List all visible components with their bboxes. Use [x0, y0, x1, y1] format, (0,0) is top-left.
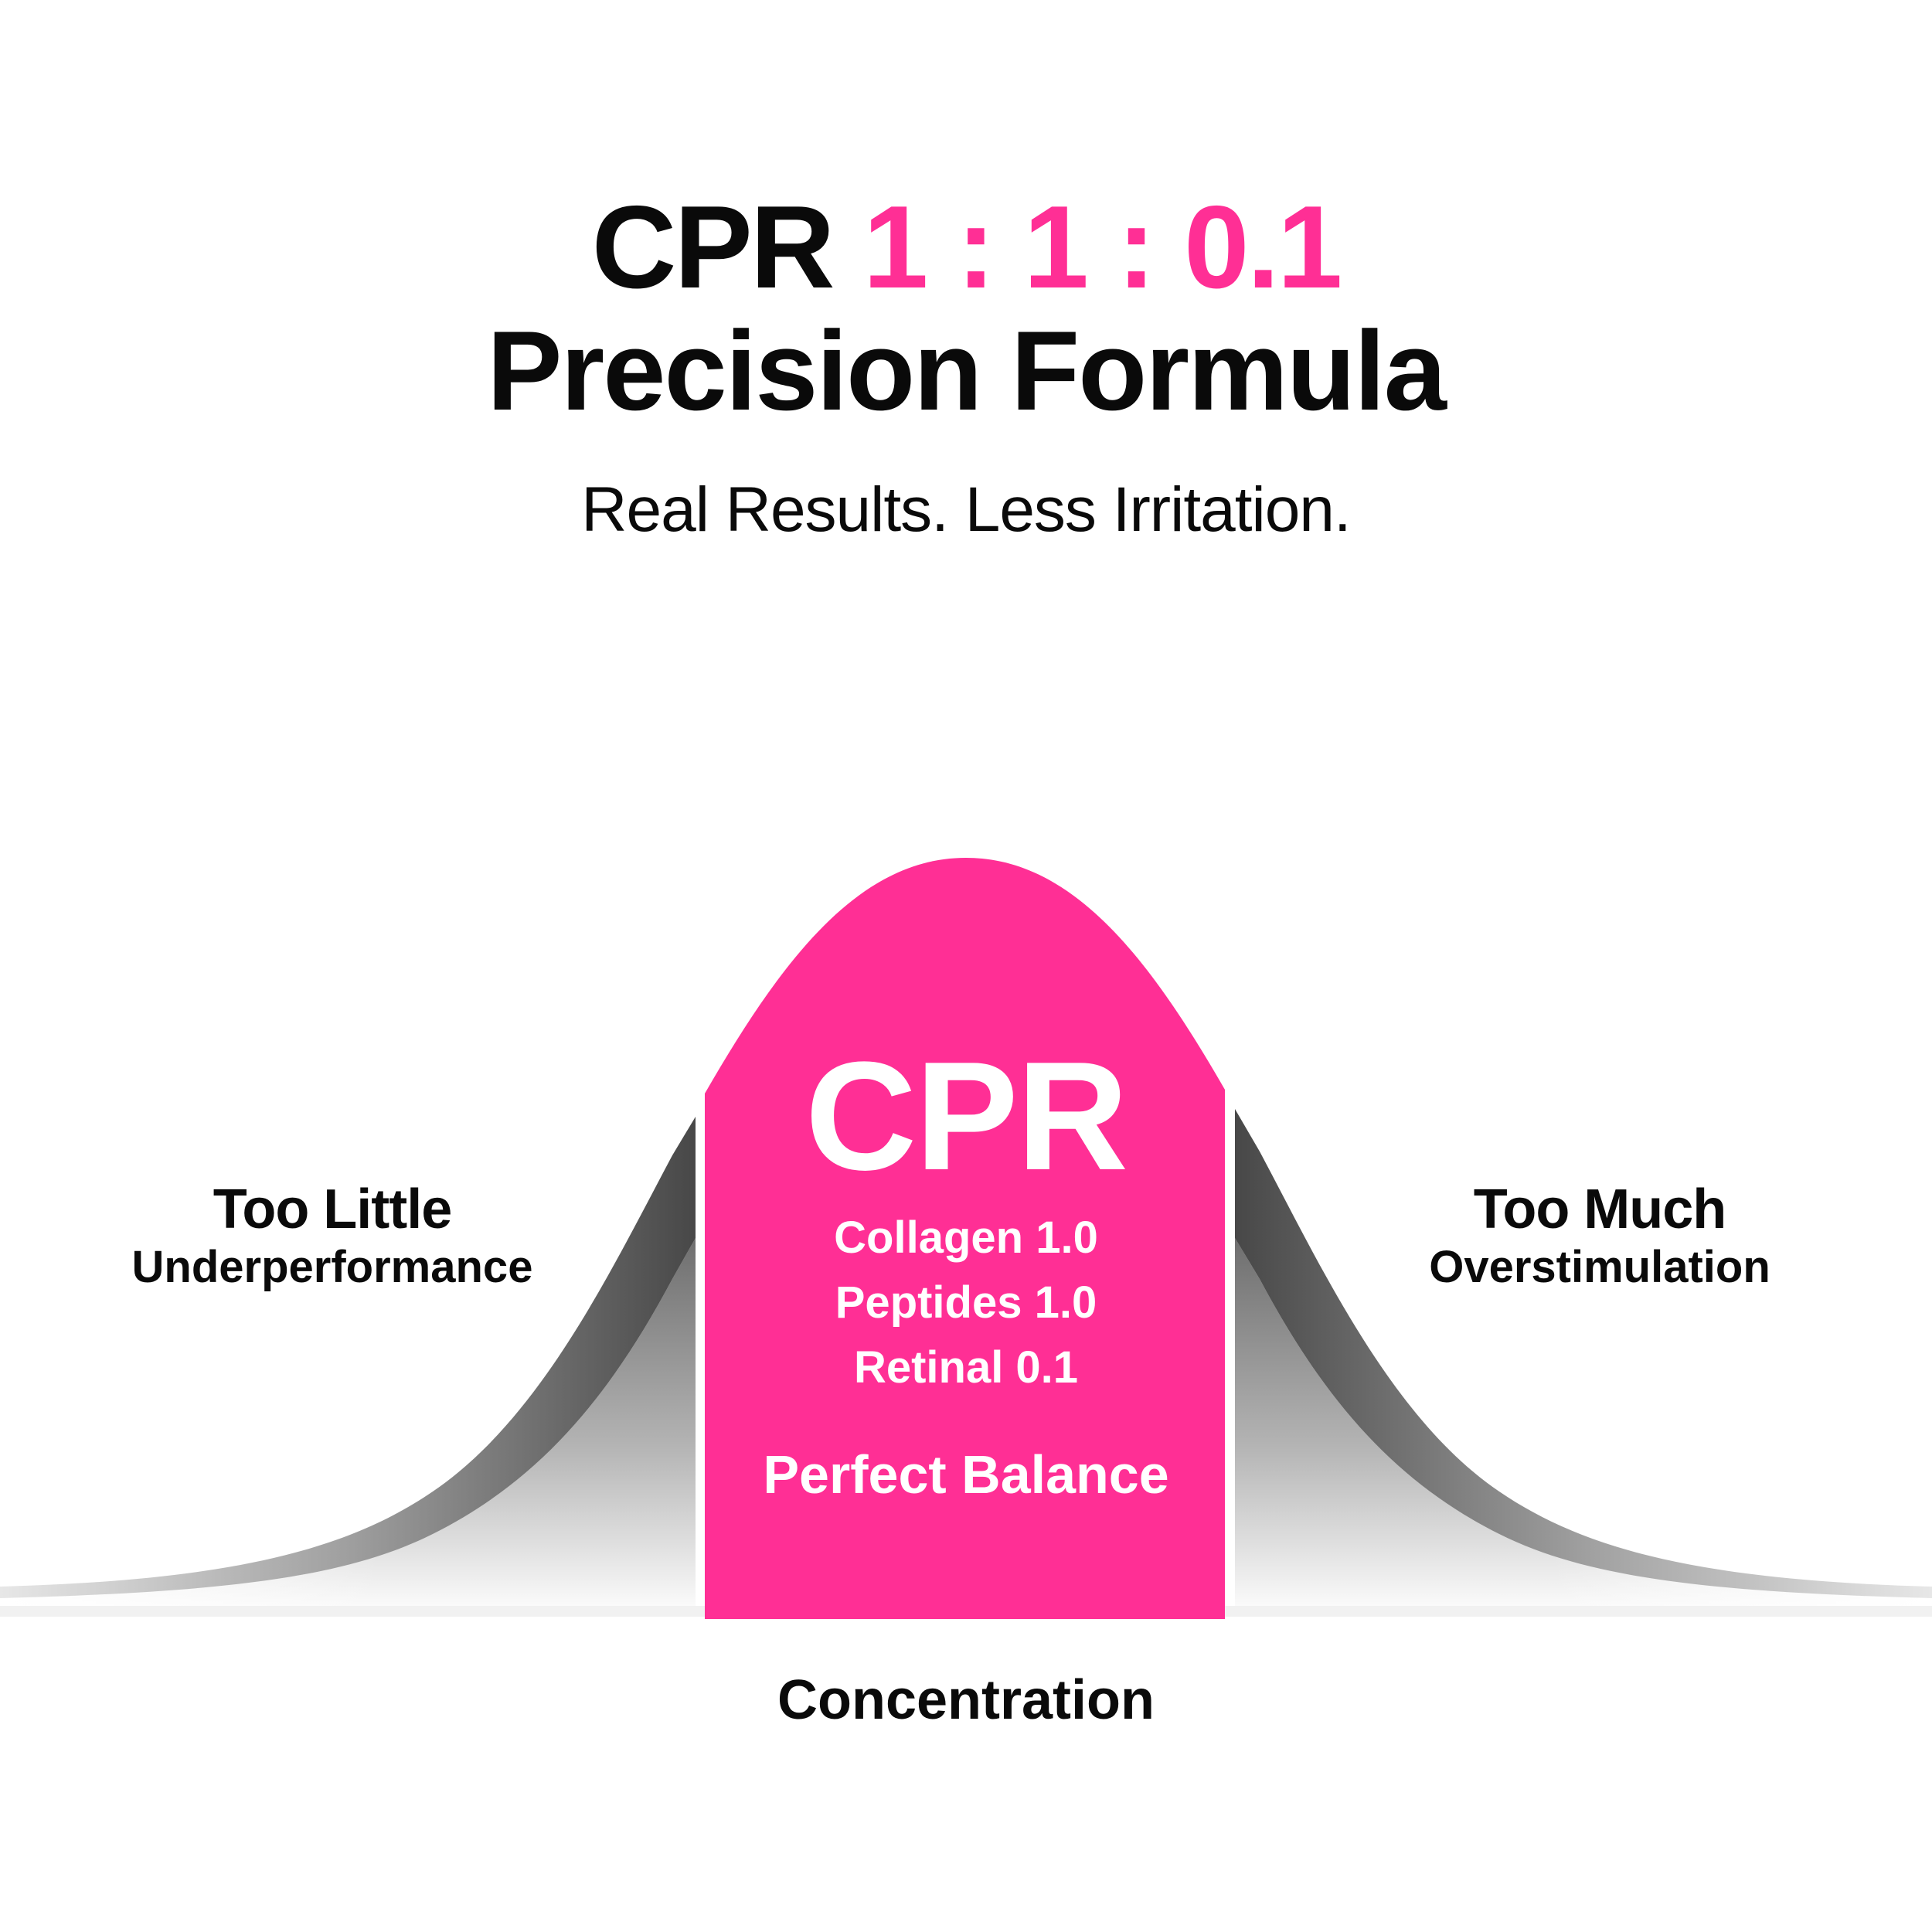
too-much-subheading: Overstimulation: [1429, 1242, 1770, 1292]
too-little-label: Too Little Underperformance: [62, 1179, 603, 1294]
perfect-balance-region: [705, 858, 1225, 1619]
title-block: CPR 1 : 1 : 0.1 Precision Formula: [0, 189, 1932, 429]
ingredient-peptides: Peptides 1.0: [835, 1277, 1097, 1328]
ingredient-collagen: Collagen 1.0: [834, 1213, 1098, 1263]
subtitle: Real Results. Less Irritation.: [581, 474, 1351, 545]
title-line-2: Precision Formula: [487, 308, 1447, 434]
too-much-label: Too Much Overstimulation: [1329, 1179, 1870, 1294]
right-tail-region: [1235, 1109, 1932, 1617]
perfect-balance-label: Perfect Balance: [763, 1444, 1169, 1505]
too-little-subheading: Underperformance: [131, 1242, 533, 1292]
title-ratio: 1 : 1 : 0.1: [862, 182, 1343, 313]
too-much-heading: Too Much: [1473, 1179, 1727, 1240]
axis-label: Concentration: [777, 1669, 1155, 1731]
left-tail-region: [0, 1117, 696, 1617]
title-prefix: CPR: [591, 182, 835, 313]
center-title: CPR: [804, 1030, 1128, 1202]
ingredient-list: Collagen 1.0 Peptides 1.0 Retinal 0.1: [705, 1206, 1227, 1400]
ingredient-retinal: Retinal 0.1: [853, 1342, 1079, 1393]
title-line-1: CPR 1 : 1 : 0.1: [0, 189, 1932, 306]
too-little-heading: Too Little: [213, 1179, 453, 1240]
